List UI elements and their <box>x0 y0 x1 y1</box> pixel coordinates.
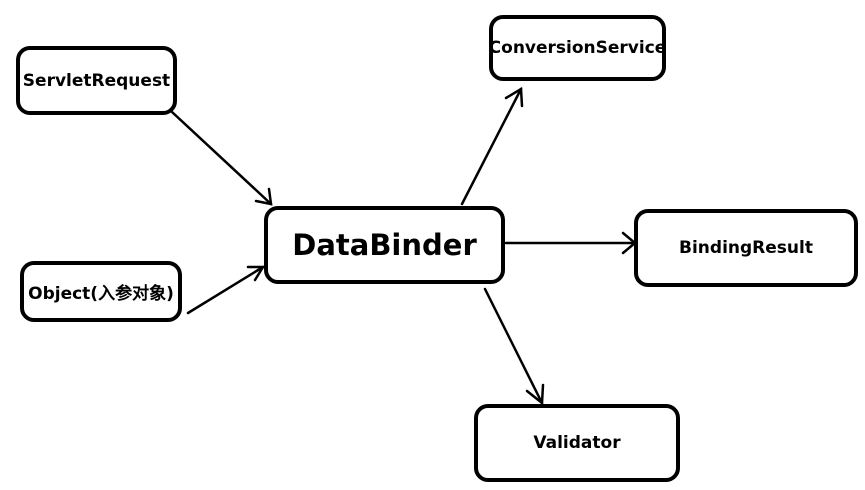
arrow-servlet-request-to-databinder <box>170 110 273 206</box>
arrow-databinder-to-validator <box>483 287 545 406</box>
conversion-service-label: ConversionService <box>488 38 667 58</box>
servlet-request-label: ServletRequest <box>22 70 171 91</box>
binding-result-label: BindingResult <box>679 238 813 258</box>
databinder-label: DataBinder <box>292 228 477 262</box>
databinder-node: DataBinder <box>264 206 505 284</box>
servlet-request-node: ServletRequest <box>16 46 177 115</box>
validator-node: Validator <box>474 404 680 482</box>
arrow-object-to-databinder <box>186 265 266 315</box>
object-node: Object(入参对象) <box>20 261 182 322</box>
object-label: Object(入参对象) <box>28 284 174 304</box>
arrow-databinder-to-binding-result <box>504 231 637 255</box>
arrow-databinder-to-conversion-service <box>460 86 524 206</box>
validator-label: Validator <box>533 433 621 453</box>
binding-result-node: BindingResult <box>634 209 858 287</box>
conversion-service-node: ConversionService <box>489 15 666 81</box>
